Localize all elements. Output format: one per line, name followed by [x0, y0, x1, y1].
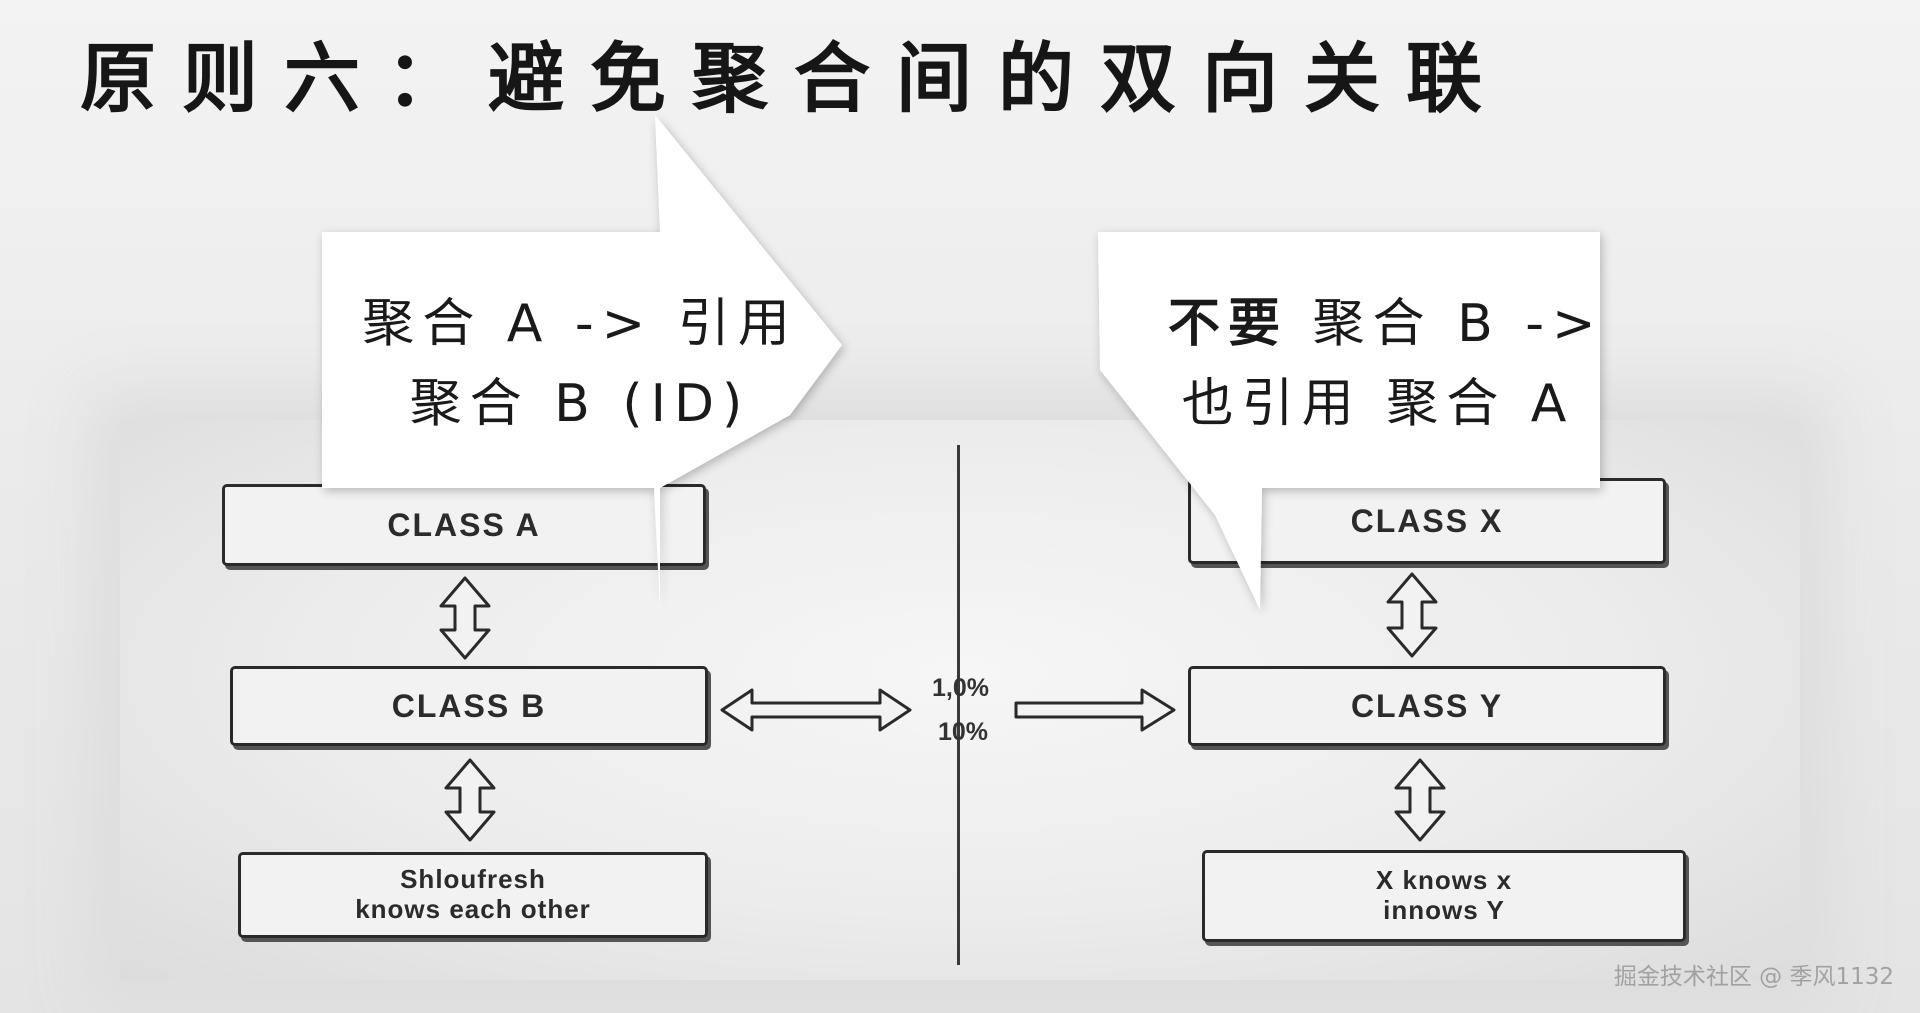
- arrow-class-b-to-note: [444, 758, 496, 842]
- percent-label-bottom: 10%: [938, 718, 989, 746]
- arrow-class-x-to-class-y: [1386, 572, 1438, 658]
- right-callout-bubble: [1098, 232, 1600, 610]
- arrow-class-y-to-note: [1394, 758, 1446, 842]
- class-x-box: CLASS X: [1188, 478, 1666, 564]
- left-callout-line2: 聚合 B (ID): [409, 374, 751, 434]
- page-title: 原则六：避免聚合间的双向关联: [80, 34, 1508, 123]
- class-a-box: CLASS A: [222, 484, 706, 566]
- right-callout-text: 不要 聚合 B -> 也引用 聚合 A: [1168, 284, 1596, 444]
- right-note-line2: innows Y: [1383, 895, 1505, 925]
- class-a-label: CLASS A: [387, 506, 541, 543]
- arrow-class-b-horizontal-double: [720, 688, 912, 732]
- left-note-line1: Shloufresh: [400, 864, 546, 895]
- right-callout-line2: 也引用 聚合 A: [1181, 374, 1575, 434]
- class-b-label: CLASS B: [391, 687, 547, 724]
- class-x-label: CLASS X: [1350, 502, 1504, 539]
- arrow-to-class-y: [1014, 688, 1176, 732]
- class-b-box: CLASS B: [230, 666, 708, 746]
- right-callout-line1-rest: 聚合 B ->: [1288, 294, 1604, 354]
- left-note-box: Shloufresh knows each other: [238, 852, 708, 938]
- right-callout-line1: 不要 聚合 B ->: [1168, 284, 1596, 364]
- watermark: 掘金技术社区 @ 季风1132: [1613, 964, 1894, 990]
- left-callout-bubble: [322, 115, 842, 610]
- right-note-box: X knows x innows Y: [1202, 850, 1686, 942]
- arrow-class-a-to-class-b: [439, 576, 491, 660]
- right-callout-emphasis: 不要: [1168, 294, 1289, 354]
- center-divider-line: [957, 445, 960, 965]
- right-note-line1: X knows x: [1375, 865, 1513, 896]
- left-callout-line1: 聚合 A -> 引用: [362, 294, 798, 354]
- left-callout-text: 聚合 A -> 引用 聚合 B (ID): [320, 284, 840, 444]
- class-y-label: CLASS Y: [1350, 687, 1504, 724]
- percent-label-top: 1,0%: [932, 674, 989, 702]
- class-y-box: CLASS Y: [1188, 666, 1666, 746]
- left-note-line2: knows each other: [355, 894, 591, 924]
